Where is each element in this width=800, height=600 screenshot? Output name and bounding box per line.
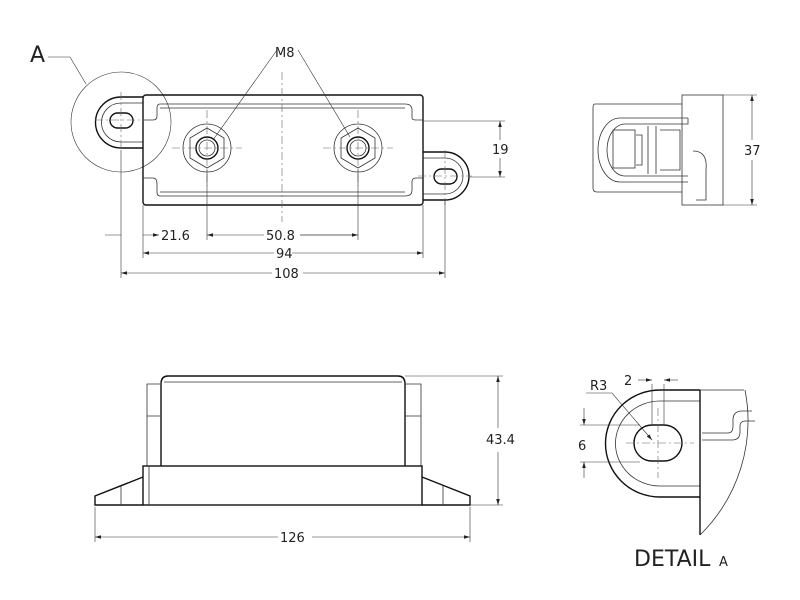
top-view: A M8 21.6 50.8 94 108 19 [30,43,509,282]
detail-callout-leader [48,56,87,85]
dim-hole-offset: 21.6 [161,229,190,244]
thread-callout: M8 [275,46,295,61]
side-flange [681,94,724,206]
side-housing [592,103,682,193]
dim-slot-extra: 2 [624,374,632,389]
left-slot [109,112,134,129]
detail-tab-outline [604,389,700,498]
mounting-flanges [94,476,471,506]
dim-height: 43.4 [486,433,515,448]
dim-stud-spacing: 50.8 [266,229,295,244]
base [142,465,423,506]
dim-overall-length: 126 [280,531,305,546]
dim-slot-width: 6 [578,439,586,454]
left-tab [94,96,143,149]
main-body [142,94,424,206]
front-view: 43.4 126 [94,375,515,546]
detail-title: DETAIL [634,547,711,572]
detail-view: 2 R3 6 DETAIL A [578,374,755,572]
detail-label: A [719,555,728,570]
right-slot [433,168,458,185]
side-view: 37 [592,94,761,206]
dim-body-length: 94 [276,247,293,262]
detail-callout-label: A [30,43,45,68]
thread-leaders [212,49,351,141]
dim-radius: R3 [590,379,607,394]
dim-tab-offset: 19 [492,143,509,158]
dim-hole-spacing: 108 [274,267,299,282]
dim-width: 37 [744,144,761,159]
cover [160,375,406,466]
